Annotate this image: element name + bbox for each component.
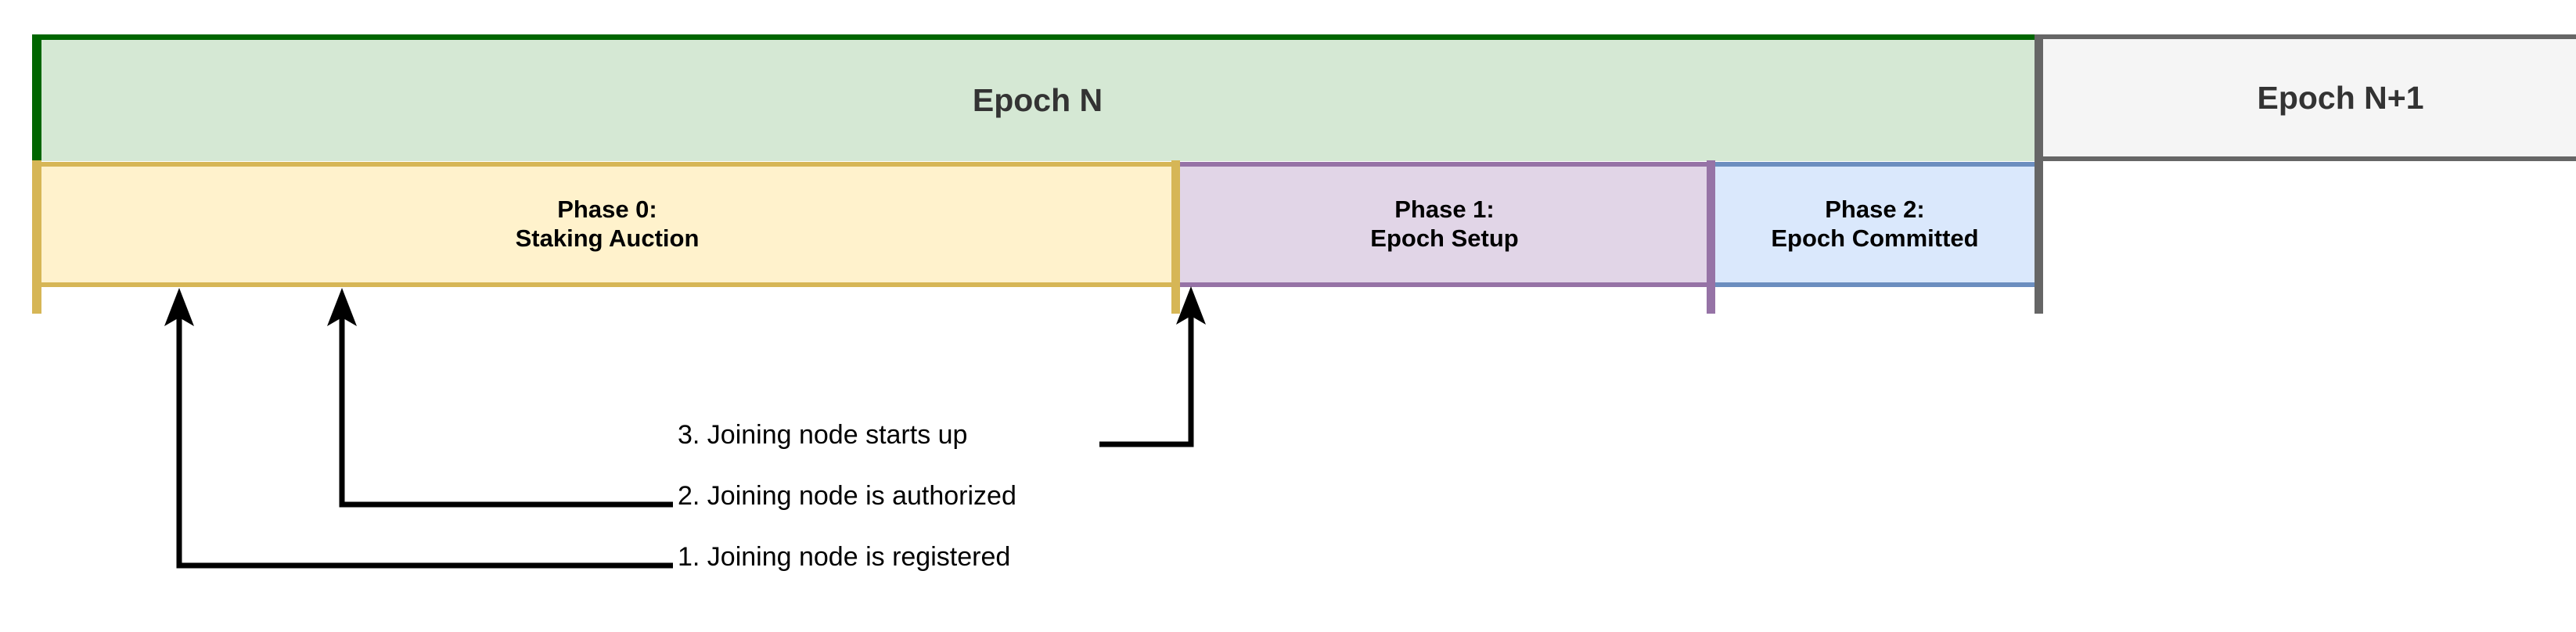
callout-1-leader xyxy=(164,288,673,569)
phase-2-title: Phase 2: xyxy=(1825,196,1925,224)
epoch-n-plus-1-label: Epoch N+1 xyxy=(2257,79,2424,116)
phase-0-title: Phase 0: xyxy=(557,196,657,224)
phase-0-subtitle: Staking Auction xyxy=(515,224,700,252)
callout-3-leader xyxy=(1099,286,1206,447)
phase-0-block: Phase 0: Staking Auction xyxy=(41,162,1174,287)
callout-1-label: 1. Joining node is registered xyxy=(678,542,1011,572)
callout-2-leader xyxy=(327,288,673,508)
boundary-marker-phase1-end-purple xyxy=(1707,160,1715,314)
phase-1-title: Phase 1: xyxy=(1394,196,1495,224)
callout-3-label: 3. Joining node starts up xyxy=(678,420,968,450)
callout-2-label: 2. Joining node is authorized xyxy=(678,481,1016,511)
callout-1-arrowhead xyxy=(164,288,194,326)
boundary-marker-epoch-start-green xyxy=(32,34,41,162)
epoch-n-label: Epoch N xyxy=(972,82,1103,119)
boundary-marker-phase0-end-gold xyxy=(1171,160,1180,314)
callout-2-arrowhead xyxy=(327,288,357,326)
boundary-marker-epoch-start-gold xyxy=(32,160,41,314)
phase-2-subtitle: Epoch Committed xyxy=(1771,224,1979,252)
callout-3-arrowhead xyxy=(1176,286,1206,325)
epoch-n-block: Epoch N xyxy=(41,34,2035,161)
phase-2-block: Phase 2: Epoch Committed xyxy=(1715,162,2035,287)
boundary-marker-epoch-end-gray xyxy=(2035,34,2043,314)
phase-1-block: Phase 1: Epoch Setup xyxy=(1180,162,1709,287)
epoch-n-plus-1-block: Epoch N+1 xyxy=(2043,34,2576,161)
phase-1-subtitle: Epoch Setup xyxy=(1370,224,1519,252)
